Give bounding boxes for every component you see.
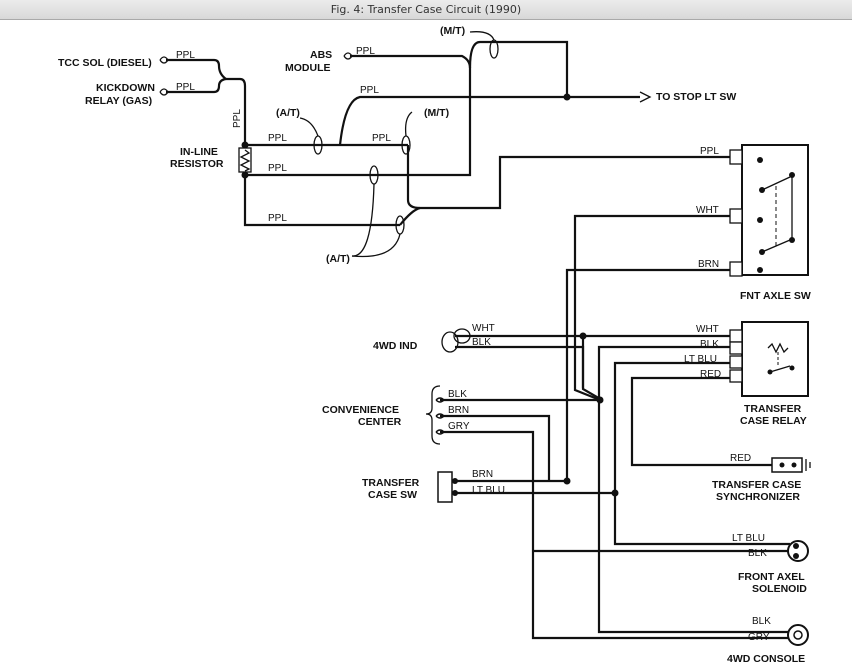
wire-ppl-axle: PPL (700, 146, 719, 157)
front-axle-solenoid-connector (787, 540, 809, 562)
label-sync-1: TRANSFER CASE (712, 479, 801, 491)
label-console: 4WD CONSOLE (727, 653, 805, 665)
wire-red-sync: RED (730, 453, 751, 464)
label-transfer-relay-2: CASE RELAY (740, 415, 807, 427)
wire-blk-console: BLK (752, 616, 771, 627)
transfer-case-relay (729, 321, 809, 397)
wire-brn-axle: BRN (698, 259, 719, 270)
wire-brn-tcsw: BRN (472, 469, 493, 480)
wire-ppl-tcc: PPL (176, 50, 195, 61)
wire-ltblu-relay: LT BLU (684, 354, 717, 365)
figure-title: Fig. 4: Transfer Case Circuit (1990) (330, 3, 522, 16)
label-tcc-sol: TCC SOL (DIESEL) (58, 57, 152, 69)
label-convenience-1: CONVENIENCE (322, 404, 399, 416)
option-markers (299, 31, 499, 353)
wire-ppl-top-run: PPL (360, 85, 379, 96)
figure-title-bar: Fig. 4: Transfer Case Circuit (1990) (0, 0, 852, 20)
label-transfer-relay-1: TRANSFER (744, 403, 802, 415)
wire-ppl-vertical: PPL (232, 109, 243, 128)
label-tc-sw-1: TRANSFER (362, 477, 420, 489)
label-sync-2: SYNCHRONIZER (716, 491, 800, 503)
junctions (241, 93, 619, 497)
wire-ppl-lower: PPL (268, 213, 287, 224)
wire-ltblu-solenoid: LT BLU (732, 533, 765, 544)
inline-resistor-symbol (238, 147, 252, 173)
transfer-case-switch (437, 471, 458, 503)
wire-wht-axle: WHT (696, 205, 719, 216)
synchronizer-connector (771, 457, 811, 473)
label-fnt-axle-sw: FNT AXLE SW (740, 290, 811, 302)
label-inline-2: RESISTOR (170, 158, 224, 170)
label-abs-2: MODULE (285, 62, 331, 74)
wire-ppl-abs: PPL (356, 46, 375, 57)
label-convenience-2: CENTER (358, 416, 402, 428)
label-solenoid-2: SOLENOID (752, 583, 807, 595)
wire-gry-console: GRY (748, 632, 770, 643)
transfer-case-circuit-diagram: TCC SOL (DIESEL) KICKDOWN RELAY (GAS) AB… (58, 25, 811, 665)
label-inline-1: IN-LINE (180, 146, 218, 158)
wire-gry-conv: GRY (448, 421, 470, 432)
wire-ppl-mid: PPL (372, 133, 391, 144)
wires (166, 40, 790, 640)
wire-ppl-resistor-2: PPL (268, 163, 287, 174)
wire-blk-conv: BLK (448, 389, 467, 400)
wire-blk-ind: BLK (472, 337, 491, 348)
wire-ppl-resistor-1: PPL (268, 133, 287, 144)
label-tc-sw-2: CASE SW (368, 489, 417, 501)
tcc-kickdown-connectors (159, 52, 353, 96)
wire-ltblu-tcsw: LT BLU (472, 485, 505, 496)
note-at-upper: (A/T) (276, 107, 300, 119)
label-abs-1: ABS (310, 49, 332, 61)
wire-wht-relay: WHT (696, 324, 719, 335)
to-stop-arrow (639, 91, 652, 103)
note-at-lower: (A/T) (326, 253, 350, 265)
label-to-stop: TO STOP LT SW (656, 91, 736, 103)
wire-red-relay: RED (700, 369, 721, 380)
label-kickdown-2: RELAY (GAS) (85, 95, 152, 107)
wire-brn-conv: BRN (448, 405, 469, 416)
convenience-brace (425, 385, 441, 445)
wire-blk-relay: BLK (700, 339, 719, 350)
label-solenoid-1: FRONT AXEL (738, 571, 805, 583)
note-mt-mid: (M/T) (424, 107, 449, 119)
note-mt-top: (M/T) (440, 25, 465, 37)
label-kickdown-1: KICKDOWN (96, 82, 155, 94)
convenience-terminals (435, 397, 445, 435)
front-axle-switch (729, 144, 809, 277)
wire-ppl-kickdown: PPL (176, 82, 195, 93)
console-connector (787, 624, 809, 646)
label-4wd-ind: 4WD IND (373, 340, 418, 352)
wire-wht-ind: WHT (472, 323, 495, 334)
wire-blk-solenoid: BLK (748, 548, 767, 559)
